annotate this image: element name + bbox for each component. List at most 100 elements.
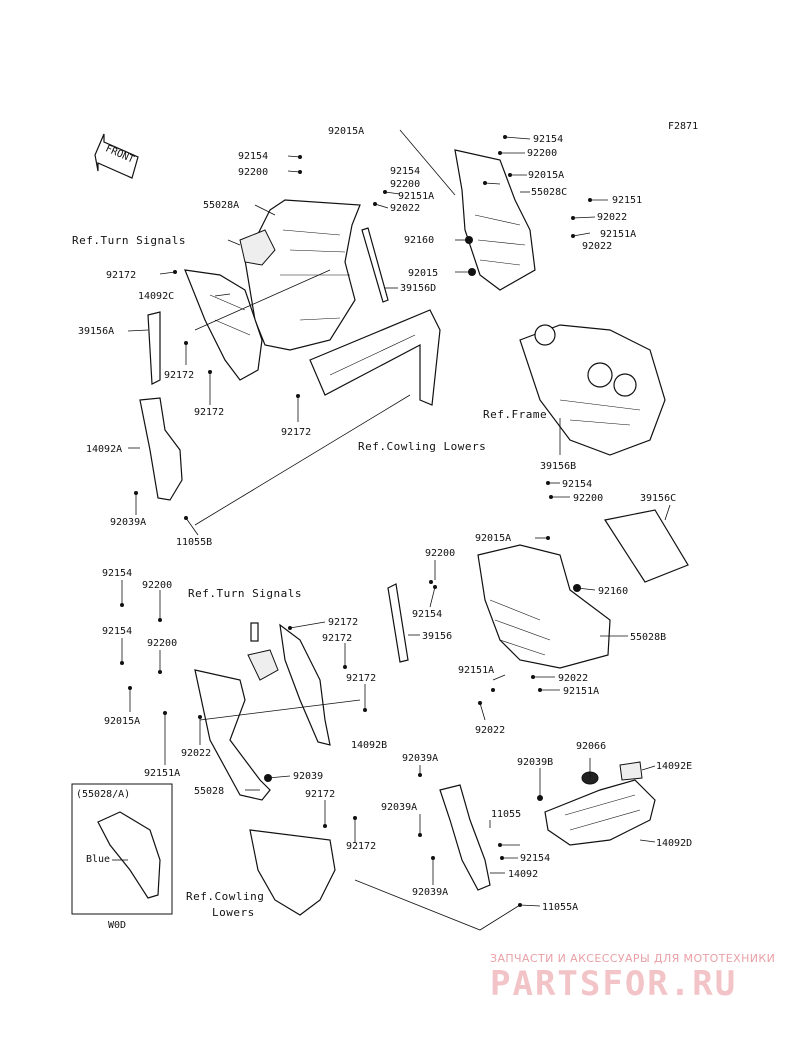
part-label: 14092 (508, 869, 538, 880)
cowling-lowers-bottom-part (249, 829, 336, 916)
leader-14092C (194, 269, 331, 331)
inset-variant-box: (55028/A) Blue W0D (71, 783, 173, 931)
leader-92015A-top (399, 129, 456, 196)
panel-39156C-part (604, 509, 689, 583)
part-label: 92039 (293, 771, 323, 782)
ref-cowling-bottom-line2: Lowers (212, 906, 255, 919)
ref-cowling-bottom-line1: Ref.Cowling (186, 890, 264, 903)
part-label: 14092B (351, 740, 387, 751)
ref-frame: Ref.Frame (483, 408, 547, 421)
ref-cowling-lowers-top: Ref.Cowling Lowers (358, 440, 486, 453)
part-label: 92022 (582, 241, 612, 252)
part-label: 55028A (203, 200, 239, 211)
part-label: 92154 (533, 134, 563, 145)
part-label: 92200 (147, 638, 177, 649)
part-label: 92039A (402, 753, 438, 764)
leader-cowling-lowers-bottom (354, 879, 521, 931)
part-label: 92039A (110, 517, 146, 528)
part-label: 92200 (238, 167, 268, 178)
part-label: 92154 (102, 626, 132, 637)
part-label: 92022 (558, 673, 588, 684)
part-label: 92172 (194, 407, 224, 418)
part-label: 92172 (346, 673, 376, 684)
part-label: 92015A (104, 716, 140, 727)
inset-note: Blue (86, 854, 110, 865)
inset-variant: W0D (108, 920, 126, 931)
part-label: 39156A (78, 326, 114, 337)
stay-14092-part (439, 784, 491, 891)
turn-signal-bracket-part (239, 229, 276, 266)
part-label: 92022 (181, 748, 211, 759)
inset-cowl-part (97, 811, 161, 899)
part-label: 92151 (612, 195, 642, 206)
cowling-lower-bracket-part (309, 309, 441, 406)
label-leaders (121, 136, 671, 907)
inner-panel-14092C-part (184, 269, 263, 381)
turn-signal-mid-part (247, 622, 279, 681)
strip-39156-part (387, 583, 409, 663)
part-label: 11055 (491, 809, 521, 820)
strip-39156D-part (361, 227, 389, 303)
part-label: 92022 (597, 212, 627, 223)
part-label: 92015A (528, 170, 564, 181)
part-label: 39156D (400, 283, 436, 294)
part-label: 14092C (138, 291, 174, 302)
part-label: 92160 (598, 586, 628, 597)
upper-cowl-left-part (244, 199, 361, 351)
ref-turn-signals-mid: Ref.Turn Signals (188, 587, 302, 600)
part-label: 92200 (573, 493, 603, 504)
leader-14092B (199, 699, 361, 721)
part-label: 92015A (328, 126, 364, 137)
part-label: 92039A (381, 802, 417, 813)
part-label: 92039B (517, 757, 553, 768)
part-label: 92172 (305, 789, 335, 800)
frame-part (519, 324, 666, 456)
part-label: 92154 (102, 568, 132, 579)
stay-14092B-part (279, 623, 331, 746)
part-label: 39156 (422, 631, 452, 642)
front-arrow-icon: FRONT (94, 133, 139, 179)
inner-cowl-55028C-part (454, 149, 536, 291)
part-label: 92022 (475, 725, 505, 736)
part-label: 92151A (458, 665, 494, 676)
part-label: 55028B (630, 632, 666, 643)
part-label: 92172 (106, 270, 136, 281)
part-label: 14092D (656, 838, 692, 849)
part-label: 11055A (542, 902, 578, 913)
part-label: 92151A (563, 686, 599, 697)
part-label: 92172 (322, 633, 352, 644)
ref-turn-signals-top: Ref.Turn Signals (72, 234, 186, 247)
part-label: 92172 (328, 617, 358, 628)
part-label: 92154 (412, 609, 442, 620)
bracket-14092E-part (619, 761, 643, 781)
part-label: 92172 (164, 370, 194, 381)
watermark-tagline: ЗАПЧАСТИ И АКСЕССУАРЫ ДЛЯ МОТОТЕХНИКИ (490, 952, 775, 965)
part-label: 92151A (144, 768, 180, 779)
part-label: 92200 (425, 548, 455, 559)
part-label: 39156C (640, 493, 676, 504)
part-label: 92172 (346, 841, 376, 852)
part-label: 11055B (176, 537, 212, 548)
duct-14092D-part (544, 779, 656, 846)
part-label: 92066 (576, 741, 606, 752)
figure-code: F2871 (668, 121, 698, 132)
side-cowl-55028-part (194, 669, 271, 801)
inset-title: (55028/A) (76, 789, 130, 800)
part-label: 55028C (531, 187, 567, 198)
side-cowl-55028B-part (477, 544, 611, 669)
part-label: 92154 (562, 479, 592, 490)
stay-14092A-part (139, 397, 183, 501)
part-label: 92039A (412, 887, 448, 898)
part-label: 92015 (408, 268, 438, 279)
part-label: 92154 (238, 151, 268, 162)
part-label: 14092A (86, 444, 122, 455)
part-label: 92022 (390, 203, 420, 214)
part-label: 55028 (194, 786, 224, 797)
part-label: 92154 (520, 853, 550, 864)
part-label: 92200 (142, 580, 172, 591)
part-label: 92172 (281, 427, 311, 438)
part-label: 92200 (390, 179, 420, 190)
leader-cowling-lowers-top (194, 394, 411, 526)
